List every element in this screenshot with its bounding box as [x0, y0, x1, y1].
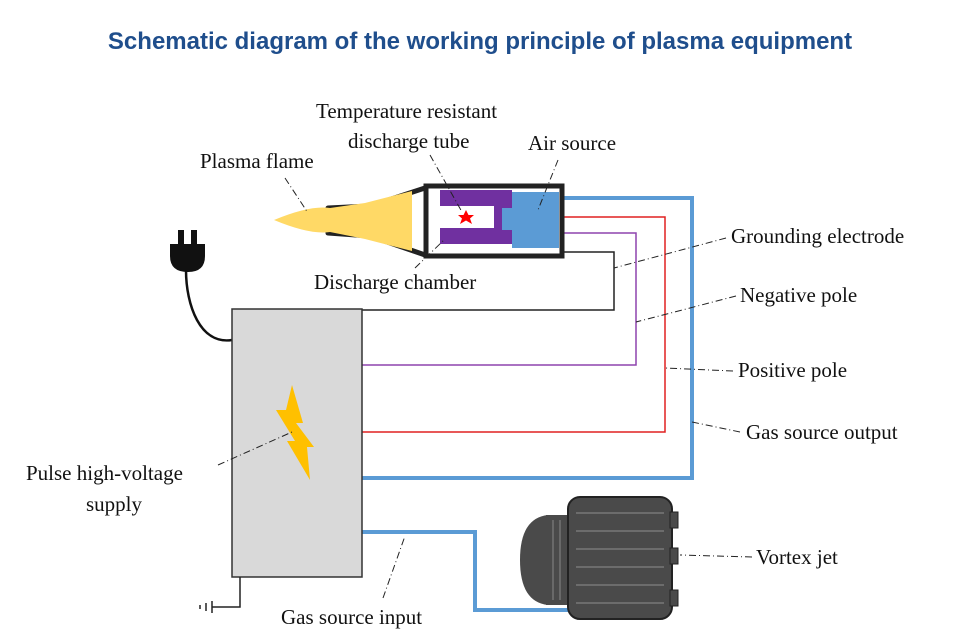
positive-wire: [362, 216, 666, 433]
air-inlet: [502, 208, 514, 230]
lightning-icon: [276, 385, 314, 480]
power-plug-icon: [170, 230, 205, 272]
discharge-electrode: [440, 190, 512, 244]
leader-temp-tube: [429, 154, 463, 213]
leader-gas-source-output: [691, 421, 741, 433]
leader-vortex-jet: [679, 554, 753, 558]
label-air-source: Air source: [528, 131, 616, 155]
leader-gas-source-input: [382, 535, 406, 599]
ground-symbol-icon: [199, 577, 241, 613]
leader-negative-pole: [635, 295, 737, 323]
air-source-block: [512, 192, 559, 248]
leader-plasma-flame: [284, 177, 309, 214]
plasma-flame: [274, 191, 412, 251]
power-cord: [184, 269, 233, 342]
label-discharge-tube: discharge tube: [348, 129, 470, 153]
leader-grounding-electrode: [613, 237, 727, 269]
gas-output-pipe: [362, 196, 694, 480]
label-positive-pole: Positive pole: [738, 358, 847, 382]
leader-discharge-chamber: [414, 239, 445, 269]
gas-input-pipe: [362, 530, 568, 612]
negative-wire: [362, 232, 637, 366]
label-pulse-high-voltage: Pulse high-voltage: [26, 461, 183, 485]
spark-icon: [458, 210, 474, 224]
leader-air-source: [537, 159, 559, 211]
label-gas-source-input: Gas source input: [281, 605, 422, 629]
label-supply: supply: [86, 492, 143, 516]
grounding-wire: [362, 251, 615, 311]
label-grounding-electrode: Grounding electrode: [731, 224, 904, 248]
label-negative-pole: Negative pole: [740, 283, 857, 307]
label-temperature-resistant: Temperature resistant: [316, 99, 497, 123]
label-plasma-flame: Plasma flame: [200, 149, 314, 173]
diagram-title: Schematic diagram of the working princip…: [107, 28, 853, 55]
label-discharge-chamber: Discharge chamber: [314, 270, 476, 294]
leader-positive-pole: [664, 367, 734, 372]
label-gas-source-output: Gas source output: [746, 420, 898, 444]
label-vortex-jet: Vortex jet: [756, 545, 838, 569]
vortex-jet: [520, 496, 679, 620]
